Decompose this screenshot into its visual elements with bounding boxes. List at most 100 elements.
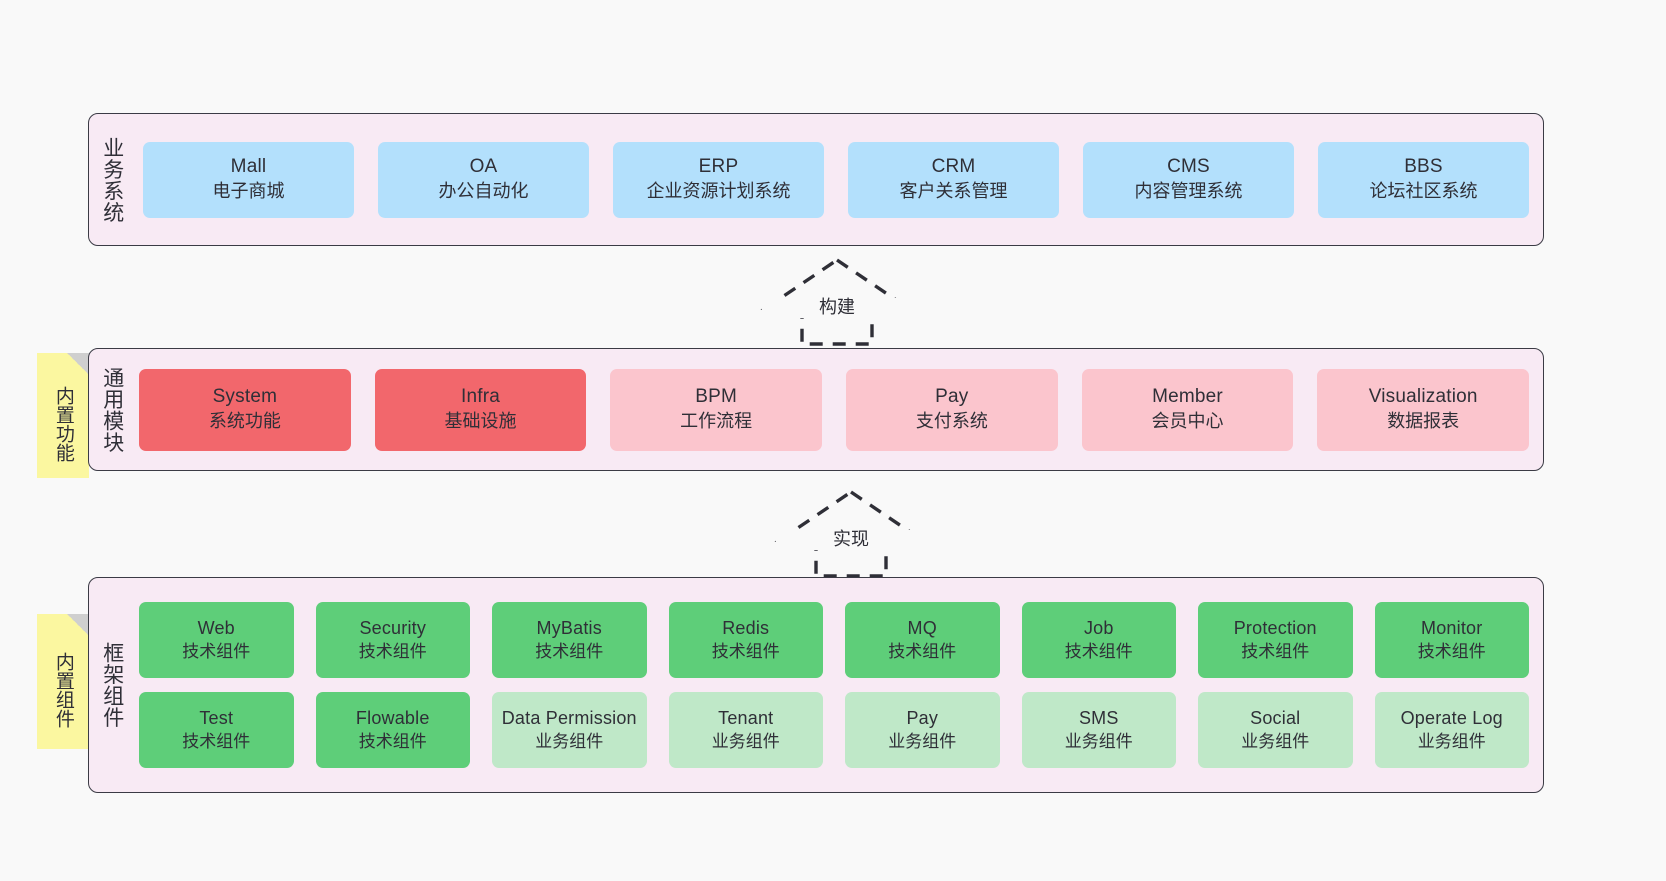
card-security[interactable]: Security 技术组件 — [315, 602, 470, 678]
framework-technical-row: Web 技术组件 Security 技术组件 MyBatis 技术组件 Redi… — [139, 602, 1529, 678]
card-cms[interactable]: CMS 内容管理系统 — [1083, 141, 1294, 218]
card-flowable[interactable]: Flowable 技术组件 — [315, 692, 470, 768]
card-protection[interactable]: Protection 技术组件 — [1198, 602, 1353, 678]
card-pay-module[interactable]: Pay 支付系统 — [846, 368, 1058, 451]
card-operate-log-title: Operate Log — [1400, 708, 1503, 729]
card-data-permission-title: Data Permission — [501, 708, 637, 729]
layer-body-business-system: Mall 电子商城 OA 办公自动化 ERP 企业资源计划系统 CRM 客户关系… — [135, 114, 1543, 245]
card-bbs-subtitle: 论坛社区系统 — [1369, 181, 1478, 202]
card-visualization[interactable]: Visualization 数据报表 — [1317, 368, 1530, 451]
card-security-subtitle: 技术组件 — [358, 641, 427, 661]
card-test[interactable]: Test 技术组件 — [139, 692, 294, 768]
business-system-card-row: Mall 电子商城 OA 办公自动化 ERP 企业资源计划系统 CRM 客户关系… — [143, 141, 1529, 218]
card-monitor-subtitle: 技术组件 — [1417, 641, 1486, 661]
card-bbs-title: BBS — [1404, 156, 1443, 178]
card-social-title: Social — [1250, 708, 1301, 729]
card-bpm-title: BPM — [695, 386, 738, 408]
card-data-permission-subtitle: 业务组件 — [535, 731, 604, 751]
card-monitor-title: Monitor — [1421, 618, 1483, 639]
card-visualization-title: Visualization — [1368, 386, 1478, 408]
card-mybatis-title: MyBatis — [536, 618, 602, 639]
card-web-subtitle: 技术组件 — [182, 641, 251, 661]
card-security-title: Security — [359, 618, 427, 639]
card-mq-subtitle: 技术组件 — [888, 641, 957, 661]
card-job-subtitle: 技术组件 — [1064, 641, 1133, 661]
card-crm-title: CRM — [931, 156, 976, 178]
arrow-build-shape — [760, 257, 914, 346]
card-system[interactable]: System 系统功能 — [139, 368, 351, 451]
card-test-title: Test — [199, 708, 234, 729]
card-pay-component-title: Pay — [906, 708, 939, 729]
card-oa-subtitle: 办公自动化 — [438, 181, 529, 202]
card-mq-title: MQ — [907, 618, 937, 639]
card-sms-subtitle: 业务组件 — [1064, 731, 1133, 751]
layer-body-framework-components: Web 技术组件 Security 技术组件 MyBatis 技术组件 Redi… — [135, 578, 1543, 792]
card-web-title: Web — [197, 618, 235, 639]
note-builtin-functions: 内置功能 — [37, 353, 89, 478]
layer-business-system: 业务系统 Mall 电子商城 OA 办公自动化 ERP 企业资源计划系统 CRM — [88, 113, 1544, 246]
card-infra[interactable]: Infra 基础设施 — [374, 368, 587, 451]
layer-title-business-system: 业务系统 — [100, 136, 124, 223]
card-redis[interactable]: Redis 技术组件 — [668, 602, 823, 678]
card-member-subtitle: 会员中心 — [1151, 411, 1224, 432]
card-oa-title: OA — [469, 156, 498, 178]
card-system-subtitle: 系统功能 — [208, 411, 281, 432]
card-social[interactable]: Social 业务组件 — [1198, 692, 1353, 768]
card-bpm-subtitle: 工作流程 — [680, 411, 753, 432]
layer-common-modules: 通用模块 System 系统功能 Infra 基础设施 BPM 工作流程 Pay — [88, 348, 1544, 471]
card-infra-subtitle: 基础设施 — [444, 411, 517, 432]
card-tenant-title: Tenant — [718, 708, 774, 729]
card-data-permission[interactable]: Data Permission 业务组件 — [492, 692, 647, 768]
card-bbs[interactable]: BBS 论坛社区系统 — [1318, 141, 1529, 218]
card-visualization-subtitle: 数据报表 — [1387, 411, 1460, 432]
card-crm-subtitle: 客户关系管理 — [899, 181, 1008, 202]
card-redis-title: Redis — [722, 618, 770, 639]
framework-business-row: Test 技术组件 Flowable 技术组件 Data Permission … — [139, 692, 1529, 768]
card-mall[interactable]: Mall 电子商城 — [143, 141, 354, 218]
card-mybatis-subtitle: 技术组件 — [535, 641, 604, 661]
arrow-implement-shape — [774, 489, 928, 578]
card-erp[interactable]: ERP 企业资源计划系统 — [613, 141, 824, 218]
card-flowable-subtitle: 技术组件 — [358, 731, 427, 751]
card-infra-title: Infra — [460, 386, 501, 408]
card-bpm[interactable]: BPM 工作流程 — [610, 368, 823, 451]
card-pay-module-subtitle: 支付系统 — [915, 411, 988, 432]
card-monitor[interactable]: Monitor 技术组件 — [1374, 602, 1529, 678]
card-mall-subtitle: 电子商城 — [212, 181, 285, 202]
arrow-build: 构建 — [760, 256, 914, 346]
card-operate-log[interactable]: Operate Log 业务组件 — [1374, 692, 1529, 768]
layer-title-common-modules: 通用模块 — [100, 366, 124, 453]
card-operate-log-subtitle: 业务组件 — [1417, 731, 1486, 751]
card-mybatis[interactable]: MyBatis 技术组件 — [492, 602, 647, 678]
card-erp-title: ERP — [698, 156, 739, 178]
layer-body-common-modules: System 系统功能 Infra 基础设施 BPM 工作流程 Pay 支付系统… — [135, 349, 1543, 470]
card-oa[interactable]: OA 办公自动化 — [378, 141, 589, 218]
card-redis-subtitle: 技术组件 — [711, 641, 780, 661]
card-sms-title: SMS — [1078, 708, 1119, 729]
card-system-title: System — [212, 386, 278, 408]
card-sms[interactable]: SMS 业务组件 — [1021, 692, 1176, 768]
card-mq[interactable]: MQ 技术组件 — [845, 602, 1000, 678]
card-pay-module-title: Pay — [935, 386, 969, 408]
card-tenant-subtitle: 业务组件 — [711, 731, 780, 751]
card-cms-subtitle: 内容管理系统 — [1134, 181, 1243, 202]
card-web[interactable]: Web 技术组件 — [139, 602, 294, 678]
card-test-subtitle: 技术组件 — [182, 731, 251, 751]
card-member[interactable]: Member 会员中心 — [1081, 368, 1294, 451]
card-flowable-title: Flowable — [355, 708, 430, 729]
card-job[interactable]: Job 技术组件 — [1021, 602, 1176, 678]
layer-title-framework-components: 框架组件 — [100, 642, 124, 728]
card-protection-subtitle: 技术组件 — [1241, 641, 1310, 661]
arrow-implement: 实现 — [774, 488, 928, 578]
card-social-subtitle: 业务组件 — [1241, 731, 1310, 751]
card-job-title: Job — [1083, 618, 1114, 639]
card-cms-title: CMS — [1167, 156, 1210, 178]
card-tenant[interactable]: Tenant 业务组件 — [668, 692, 823, 768]
card-protection-title: Protection — [1233, 618, 1317, 639]
layer-framework-components: 框架组件 Web 技术组件 Security 技术组件 MyBatis 技术组件… — [88, 577, 1544, 793]
common-modules-card-row: System 系统功能 Infra 基础设施 BPM 工作流程 Pay 支付系统… — [139, 368, 1530, 451]
card-crm[interactable]: CRM 客户关系管理 — [848, 141, 1059, 218]
card-pay-component[interactable]: Pay 业务组件 — [845, 692, 1000, 768]
card-pay-component-subtitle: 业务组件 — [888, 731, 957, 751]
